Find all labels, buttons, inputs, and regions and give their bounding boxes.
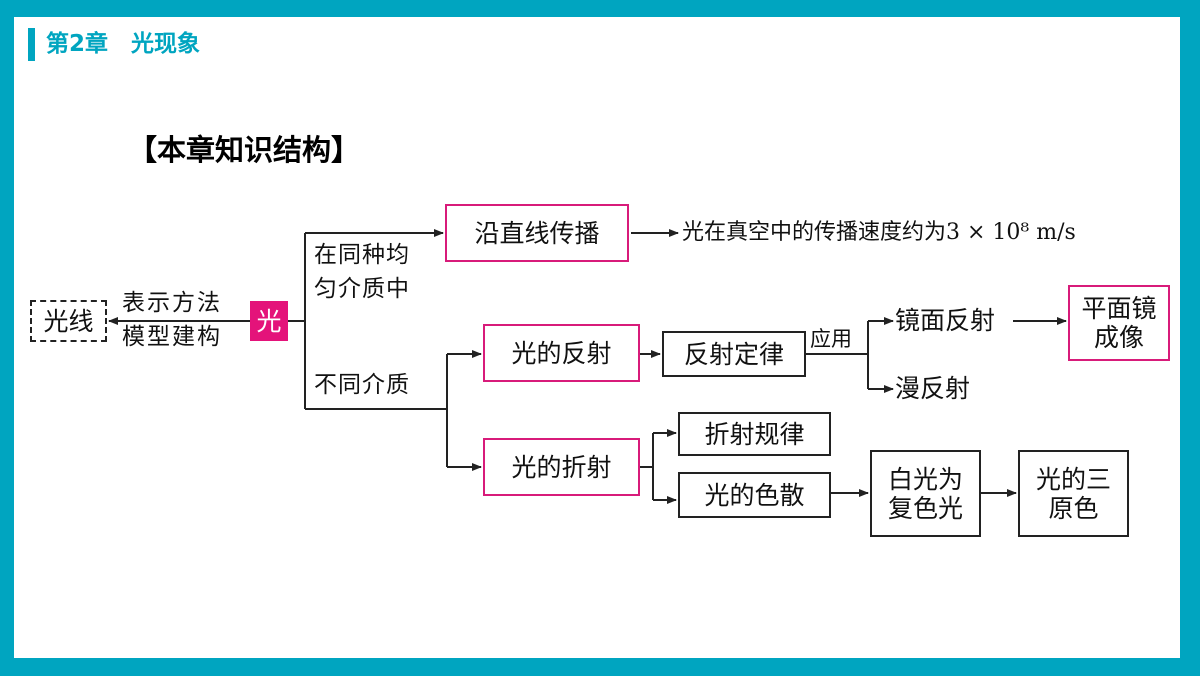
application-label: 应用	[810, 327, 852, 351]
specular-label: 镜面反射	[895, 306, 996, 335]
reflection-law-box: 反射定律	[662, 331, 806, 377]
dispersion-box: 光的色散	[678, 472, 831, 518]
diffuse-label: 漫反射	[895, 374, 971, 403]
refraction-box: 光的折射	[483, 438, 640, 496]
white-light-box: 白光为 复色光	[870, 450, 981, 537]
chapter-title: 第2章 光现象	[46, 31, 201, 57]
model-label: 表示方法 模型建构	[122, 290, 222, 350]
reflection-box: 光的反射	[483, 324, 640, 382]
straight-line-box: 沿直线传播	[445, 204, 629, 262]
diff-medium-label: 不同介质	[314, 372, 410, 398]
light-ray-box: 光线	[30, 300, 107, 342]
center-light-box: 光	[250, 301, 288, 341]
refraction-law-box: 折射规律	[678, 412, 831, 456]
chapter-accent-bar	[28, 28, 35, 61]
plane-mirror-box: 平面镜 成像	[1068, 285, 1170, 361]
speed-text: 光在真空中的传播速度约为3 × 10⁸ m/s	[682, 220, 1076, 245]
primary-colors-box: 光的三 原色	[1018, 450, 1129, 537]
section-title: 【本章知识结构】	[128, 133, 361, 167]
same-medium-label: 在同种均 匀介质中	[314, 242, 410, 302]
